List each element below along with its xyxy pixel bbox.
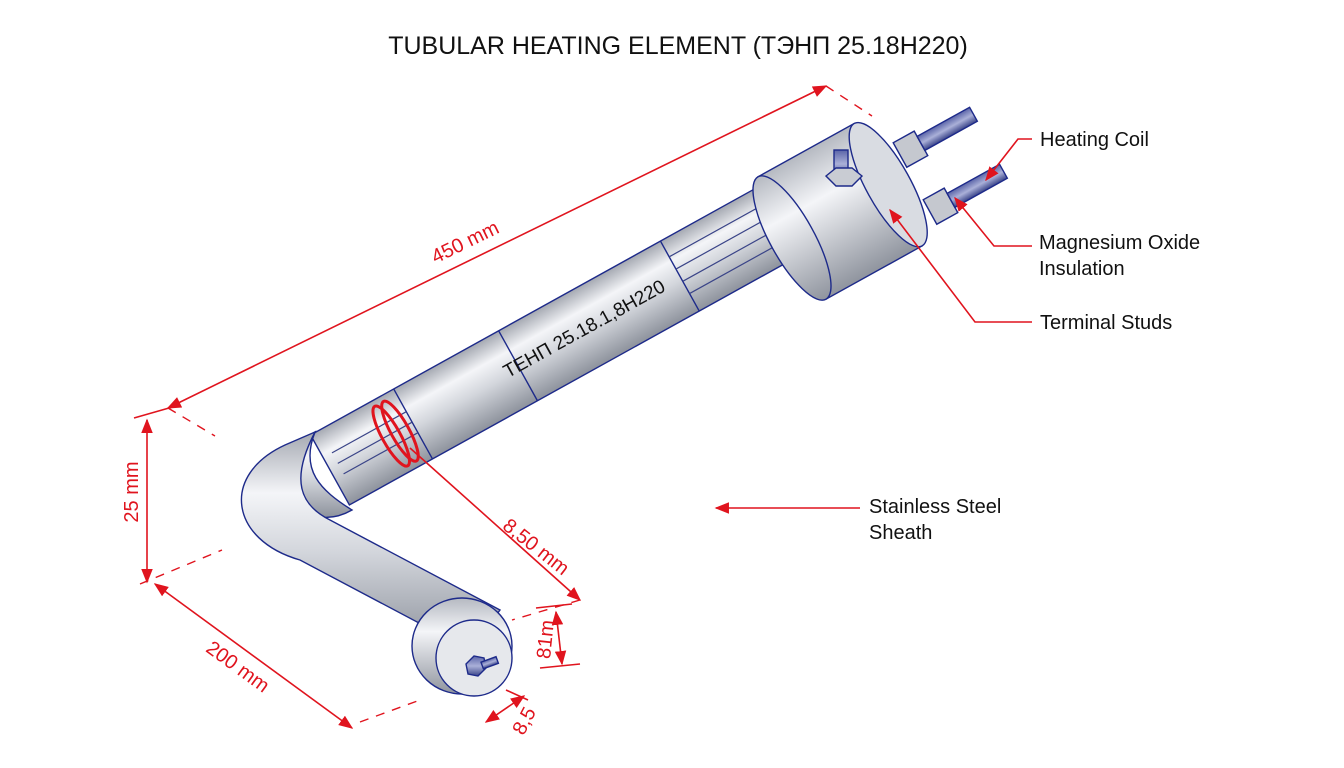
callout-sheath-line2: Sheath bbox=[869, 522, 932, 544]
dimension-end-height-label: 81m bbox=[533, 619, 559, 660]
dimension-diameter-label: 8,50 mm bbox=[498, 515, 573, 580]
callout-magnesium-oxide-line1: Magnesium Oxide bbox=[1039, 232, 1200, 254]
dimension-length-label: 450 mm bbox=[428, 217, 503, 268]
callout-heating-coil-label: Heating Coil bbox=[1040, 129, 1149, 151]
dimension-end-height: 81m bbox=[533, 603, 581, 669]
dimension-leg-label: 200 mm bbox=[202, 637, 273, 697]
callout-magnesium-oxide: Magnesium Oxide Insulation bbox=[954, 196, 1200, 280]
dimension-height: 25 mm bbox=[121, 405, 223, 585]
callout-terminal-studs-label: Terminal Studs bbox=[1040, 312, 1172, 334]
dimension-height-label: 25 mm bbox=[121, 461, 143, 522]
dimension-end-small: 8,5 bbox=[484, 689, 541, 739]
dimension-leg: 200 mm bbox=[153, 583, 421, 729]
callout-sheath: Stainless Steel Sheath bbox=[714, 496, 1001, 544]
callout-terminal-studs: Terminal Studs bbox=[889, 208, 1172, 334]
diagram-title: TUBULAR HEATING ELEMENT (ТЭНП 25.18H220) bbox=[388, 32, 968, 60]
grounding-stud bbox=[824, 149, 864, 187]
callout-magnesium-oxide-line2: Insulation bbox=[1039, 258, 1125, 280]
dimension-end-small-label: 8,5 bbox=[508, 704, 540, 739]
callout-heating-coil: Heating Coil bbox=[985, 129, 1149, 182]
callout-sheath-line1: Stainless Steel bbox=[869, 496, 1001, 518]
